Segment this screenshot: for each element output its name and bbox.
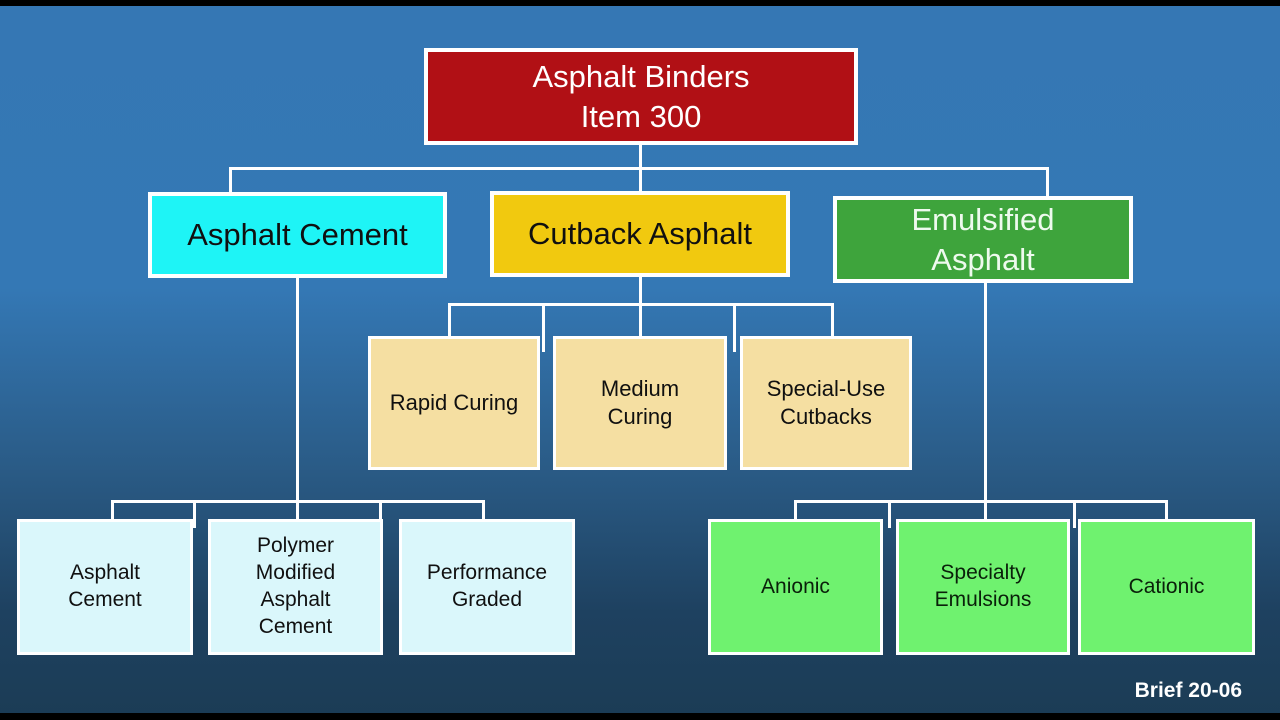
node-cutback-asphalt: Cutback Asphalt <box>490 191 790 277</box>
connector-stub-rapid-curing <box>448 303 451 337</box>
connector-emulsified-horizontal <box>794 500 1168 503</box>
connector-cutback-horizontal <box>448 303 834 306</box>
connector-stub-anionic <box>794 500 797 520</box>
connector-stub-cationic <box>1165 500 1168 520</box>
node-asphalt-binders-item-300: Asphalt Binders Item 300 <box>424 48 858 145</box>
node-asphalt-cement: Asphalt Cement <box>148 192 447 278</box>
connector-cement-vertical <box>296 277 299 520</box>
connector-stub-emulsified-gap1 <box>888 500 891 528</box>
connector-stub-cement-gap1 <box>193 500 196 528</box>
connector-stub-asphalt-cement <box>229 167 232 194</box>
node-asphalt-cement-child: Asphalt Cement <box>17 519 193 655</box>
connector-emulsified-vertical <box>984 283 987 520</box>
connector-stub-emulsified-gap2 <box>1073 500 1076 528</box>
node-performance-graded: Performance Graded <box>399 519 575 655</box>
node-anionic: Anionic <box>708 519 883 655</box>
connector-stub-cement-gap2 <box>379 500 382 528</box>
letterbox-bottom <box>0 713 1280 720</box>
connector-stub-asphalt-cement-child <box>111 500 114 520</box>
node-specialty-emulsions: Specialty Emulsions <box>896 519 1070 655</box>
node-rapid-curing: Rapid Curing <box>368 336 540 470</box>
connector-level2-horizontal <box>229 167 1049 170</box>
node-special-use-cutbacks: Special-Use Cutbacks <box>740 336 912 470</box>
letterbox-top <box>0 0 1280 6</box>
connector-cement-horizontal <box>111 500 485 503</box>
connector-stub-cutback-gap2 <box>733 303 736 352</box>
node-cationic: Cationic <box>1078 519 1255 655</box>
connector-stub-emulsified <box>1046 167 1049 198</box>
brief-label: Brief 20-06 <box>1134 679 1242 702</box>
connector-stub-performance-graded <box>482 500 485 520</box>
connector-stub-special-use <box>831 303 834 337</box>
node-emulsified-asphalt: Emulsified Asphalt <box>833 196 1133 283</box>
node-medium-curing: Medium Curing <box>553 336 727 470</box>
connector-cutback-vertical <box>639 277 642 338</box>
node-polymer-modified-asphalt-cement: Polymer Modified Asphalt Cement <box>208 519 383 655</box>
connector-stub-cutback-gap1 <box>542 303 545 352</box>
